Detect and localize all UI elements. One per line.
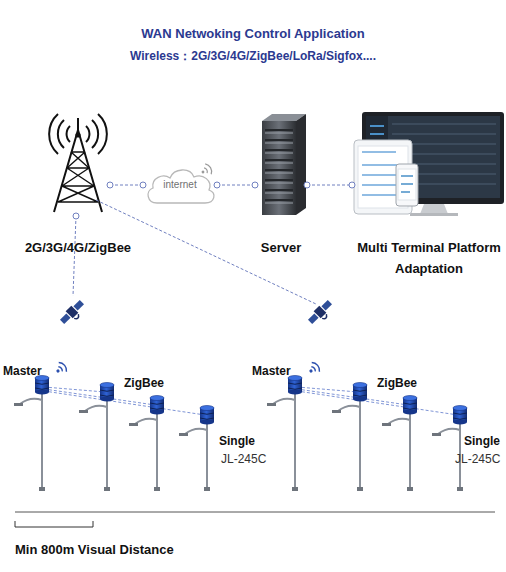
pole-base bbox=[154, 487, 160, 491]
lamp-luminaires bbox=[14, 403, 463, 491]
connector-dot bbox=[349, 182, 355, 188]
connector-dot bbox=[252, 182, 258, 188]
connector-dot bbox=[140, 182, 146, 188]
luminaire bbox=[332, 410, 341, 413]
node-label: Multi Terminal Platform Adaptation bbox=[349, 237, 506, 279]
device-label: Single bbox=[464, 433, 500, 449]
lamp-pole bbox=[85, 399, 107, 490]
cell-tower bbox=[49, 114, 107, 212]
pole-base bbox=[39, 487, 45, 491]
tower-node: 2G/3G/4G/ZigBee bbox=[46, 118, 110, 214]
model-number: JL-245C bbox=[455, 451, 500, 467]
pole-base bbox=[357, 487, 363, 491]
luminaire bbox=[179, 433, 188, 436]
satellite-icon bbox=[307, 299, 336, 328]
lamp-controller bbox=[100, 383, 114, 402]
luminaire bbox=[79, 410, 88, 413]
lamp-pole bbox=[135, 412, 157, 490]
dashed-connector bbox=[214, 182, 258, 188]
lamp-pole bbox=[273, 392, 295, 490]
lamp-controller bbox=[200, 406, 214, 425]
device-label: Master bbox=[3, 363, 42, 379]
server-node: Server bbox=[255, 113, 307, 218]
dashed-connector bbox=[304, 182, 355, 188]
rack-highlights bbox=[265, 133, 293, 203]
phone bbox=[396, 164, 418, 206]
lamp-controller bbox=[403, 396, 417, 415]
monitor-base bbox=[410, 213, 458, 216]
lamp-controller bbox=[35, 376, 49, 395]
pole-base bbox=[204, 487, 210, 491]
distance-note: Min 800m Visual Distance bbox=[15, 542, 174, 558]
lamp-poles bbox=[20, 392, 460, 490]
phone-screen bbox=[398, 169, 416, 200]
rack-front bbox=[262, 121, 296, 215]
diagram-title: WAN Netwoking Control Application bbox=[0, 26, 506, 42]
lamp-pole bbox=[388, 412, 410, 490]
pole-base bbox=[457, 487, 463, 491]
link-dot bbox=[73, 213, 79, 219]
lamp-pole bbox=[20, 392, 42, 490]
antenna-dot bbox=[75, 132, 80, 137]
dashed-connector bbox=[107, 182, 146, 188]
server-rack bbox=[262, 114, 306, 215]
wifi-waves bbox=[203, 162, 214, 175]
lamp-controller bbox=[453, 406, 467, 425]
rack-side bbox=[296, 114, 306, 215]
node-label: Server bbox=[236, 237, 326, 258]
model-number: JL-245C bbox=[221, 451, 266, 467]
luminaire bbox=[14, 403, 23, 406]
connector-dot bbox=[107, 182, 113, 188]
tower-mast bbox=[77, 118, 79, 132]
lamp-pole bbox=[338, 399, 360, 490]
luminaire bbox=[129, 423, 138, 426]
rack-slats bbox=[265, 130, 293, 200]
terminal-node: Multi Terminal Platform Adaptation bbox=[352, 108, 506, 218]
device-label: Master bbox=[252, 363, 291, 379]
connector-line bbox=[307, 185, 352, 186]
node-label: 2G/3G/4G/ZigBee bbox=[13, 237, 143, 258]
lamp-controller bbox=[288, 376, 302, 395]
connector-dot bbox=[304, 182, 310, 188]
pole-base bbox=[104, 487, 110, 491]
luminaire bbox=[432, 433, 441, 436]
tower-braces bbox=[58, 152, 98, 202]
device-label: Single bbox=[219, 433, 255, 449]
protocol-label: ZigBee bbox=[377, 375, 417, 391]
signal-waves bbox=[49, 114, 107, 154]
cloud-node: internet bbox=[143, 163, 217, 207]
scale-bracket bbox=[15, 521, 93, 527]
protocol-label: ZigBee bbox=[124, 375, 164, 391]
wifi-icon bbox=[53, 361, 69, 377]
connector-line bbox=[217, 185, 255, 186]
lamp-controller bbox=[353, 383, 367, 402]
lamp-controller bbox=[150, 396, 164, 415]
terminal-devices bbox=[354, 112, 504, 216]
wifi-dot bbox=[201, 170, 205, 174]
subtitle: Wireless：2G/3G/4G/ZigBee/LoRa/Sigfox.... bbox=[0, 48, 506, 64]
phone-content bbox=[401, 176, 413, 192]
connector-line bbox=[110, 185, 143, 186]
luminaire bbox=[267, 403, 276, 406]
pole-base bbox=[292, 487, 298, 491]
satellite-icon bbox=[59, 299, 88, 328]
connector-dot bbox=[214, 182, 220, 188]
tower-frame bbox=[54, 130, 102, 212]
monitor-stand bbox=[420, 204, 448, 214]
ground-line bbox=[15, 512, 495, 513]
luminaire bbox=[382, 423, 391, 426]
lamp-pole bbox=[185, 422, 207, 490]
node-text: internet bbox=[143, 179, 217, 191]
wifi-icon bbox=[306, 361, 322, 377]
pole-base bbox=[407, 487, 413, 491]
